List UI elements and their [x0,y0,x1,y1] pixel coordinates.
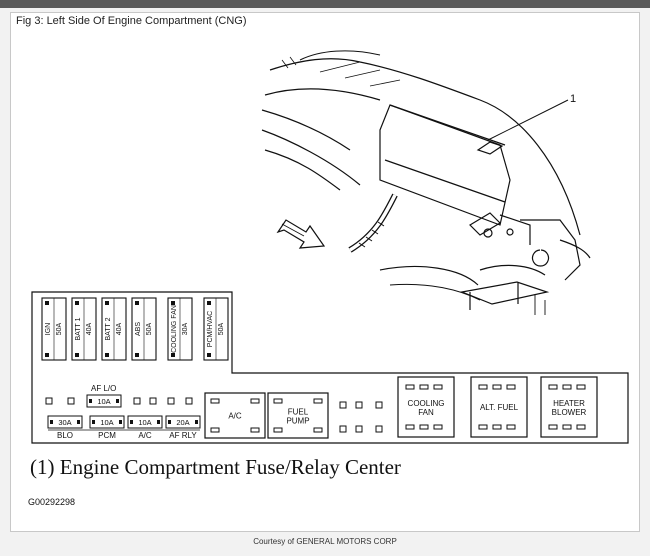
terminal-square [185,397,193,405]
mini-fuse-rating: 10A [138,418,151,427]
terminal-square [67,397,75,405]
mini-fuse-row: 30A BLO 10A PCM 10A A/C 20A AF RLY [47,415,201,440]
maxi-fuse-rating: 40A [86,322,93,335]
relay-label: COOLING [408,399,445,408]
relay-label: A/C [228,412,242,421]
figure-id: G00292298 [28,497,76,507]
maxi-fuse-row: IGN 50A BATT 1 40A BATT 2 40A ABS 50A COOLING FA… [41,297,229,361]
figure-frame [10,12,640,532]
terminal-square [339,425,347,433]
mini-fuse-label: BLO [57,431,73,440]
mini-fuse-rating: 10A [100,418,113,427]
maxi-fuse-name: BATT 1 [75,317,82,340]
maxi-fuse: COOLING FAN 30A [167,297,193,361]
af-lo-rating: 10A [97,397,110,406]
af-lo-fuse [86,394,122,408]
mini-fuse: 10A A/C [127,415,163,440]
af-lo-terminal-right [116,399,119,403]
maxi-fuse-name: IGN [45,323,52,335]
relay-label: HEATER [553,399,585,408]
figure-title: Fig 3: Left Side Of Engine Compartment (… [16,15,247,27]
maxi-fuse-name: PCM/HVAC [207,311,214,347]
maxi-fuse: PCM/HVAC 50A [203,297,229,361]
mini-fuse: 10A PCM [89,415,125,440]
maxi-fuse-name: COOLING FAN [171,305,178,353]
relay-label-line2: FAN [418,408,434,417]
relay-label: FUEL [288,408,309,417]
terminal-square [355,425,363,433]
terminal-square [149,397,157,405]
mini-fuse-rating: 20A [176,418,189,427]
engine-compartment-illustration [261,50,591,315]
terminal-square [45,397,53,405]
relay: ALT. FUEL [470,376,528,438]
maxi-fuse-rating: 40A [116,322,123,335]
maxi-fuse-rating: 50A [146,322,153,335]
courtesy-footer: Courtesy of GENERAL MOTORS CORP [253,537,397,546]
maxi-fuse-rating: 30A [182,322,189,335]
terminal-square [167,397,175,405]
mini-fuse-label: A/C [138,431,152,440]
terminal-square [375,401,383,409]
relay-label: ALT. FUEL [480,403,519,412]
callout-number: 1 [570,93,576,105]
maxi-fuse: IGN 50A [41,297,67,361]
terminal-squares [45,397,383,433]
window-top-bar [0,0,650,8]
relay-label-line2: BLOWER [552,408,587,417]
maxi-fuse-name: ABS [135,322,142,336]
relay-label-line2: PUMP [286,417,309,426]
terminal-square [355,401,363,409]
maxi-fuse-name: BATT 2 [105,317,112,340]
mini-fuse-label: PCM [98,431,116,440]
fuse-relay-panel [31,291,629,444]
mini-fuse: 30A BLO [47,415,83,440]
maxi-fuse: BATT 1 40A [71,297,97,361]
mini-fuse-rating: 30A [58,418,71,427]
terminal-square [375,425,383,433]
terminal-square [133,397,141,405]
terminal-square [339,401,347,409]
maxi-fuse-rating: 50A [218,322,225,335]
maxi-fuse-rating: 50A [56,322,63,335]
relay: A/C [204,392,266,439]
af-lo-label: AF L/O [91,384,116,393]
mini-fuse-label: AF RLY [169,431,197,440]
maxi-fuse: ABS 50A [131,297,157,361]
af-lo-terminal-left [89,399,92,403]
mini-fuse: 20A AF RLY [165,415,201,440]
maxi-fuse: BATT 2 40A [101,297,127,361]
figure-caption: (1) Engine Compartment Fuse/Relay Center [30,455,401,479]
